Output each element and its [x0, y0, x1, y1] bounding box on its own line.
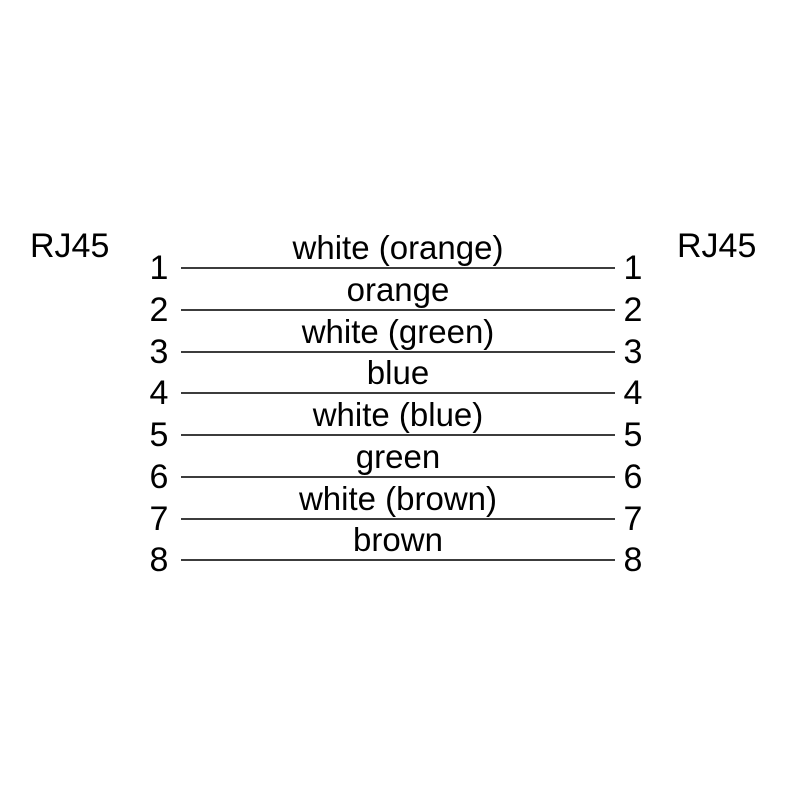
- wire-color-label: white (green): [301, 313, 495, 350]
- wire-line: [181, 476, 615, 478]
- pin-number-left: 8: [149, 541, 169, 579]
- wire-color-label: brown: [353, 521, 443, 558]
- pin-number-left: 7: [149, 500, 169, 538]
- wire-color-label: green: [355, 438, 441, 475]
- pin-number-right: 7: [623, 500, 643, 538]
- pin-number-left: 1: [149, 249, 169, 287]
- right-connector-label: RJ45: [677, 227, 757, 265]
- wire-line: [181, 392, 615, 394]
- wire-line: [181, 267, 615, 269]
- wire-color-label: orange: [346, 271, 450, 308]
- wire-color-label: white (brown): [298, 480, 498, 517]
- wire-line: [181, 434, 615, 436]
- wire-color-label: white (orange): [292, 229, 504, 266]
- pin-number-right: 1: [623, 249, 643, 287]
- pin-number-left: 6: [149, 458, 169, 496]
- pin-number-right: 3: [623, 333, 643, 371]
- pin-number-left: 2: [149, 291, 169, 329]
- pin-number-right: 4: [623, 374, 643, 412]
- left-connector-label: RJ45: [30, 227, 110, 265]
- pin-number-right: 8: [623, 541, 643, 579]
- wire-line: [181, 559, 615, 561]
- wire-color-label: blue: [366, 354, 430, 391]
- wire-line: [181, 309, 615, 311]
- pin-number-left: 3: [149, 333, 169, 371]
- wire-line: [181, 518, 615, 520]
- pin-number-right: 6: [623, 458, 643, 496]
- wire-color-label: white (blue): [312, 396, 484, 433]
- pin-number-right: 5: [623, 416, 643, 454]
- pin-number-left: 4: [149, 374, 169, 412]
- pin-number-right: 2: [623, 291, 643, 329]
- pin-number-left: 5: [149, 416, 169, 454]
- wire-line: [181, 351, 615, 353]
